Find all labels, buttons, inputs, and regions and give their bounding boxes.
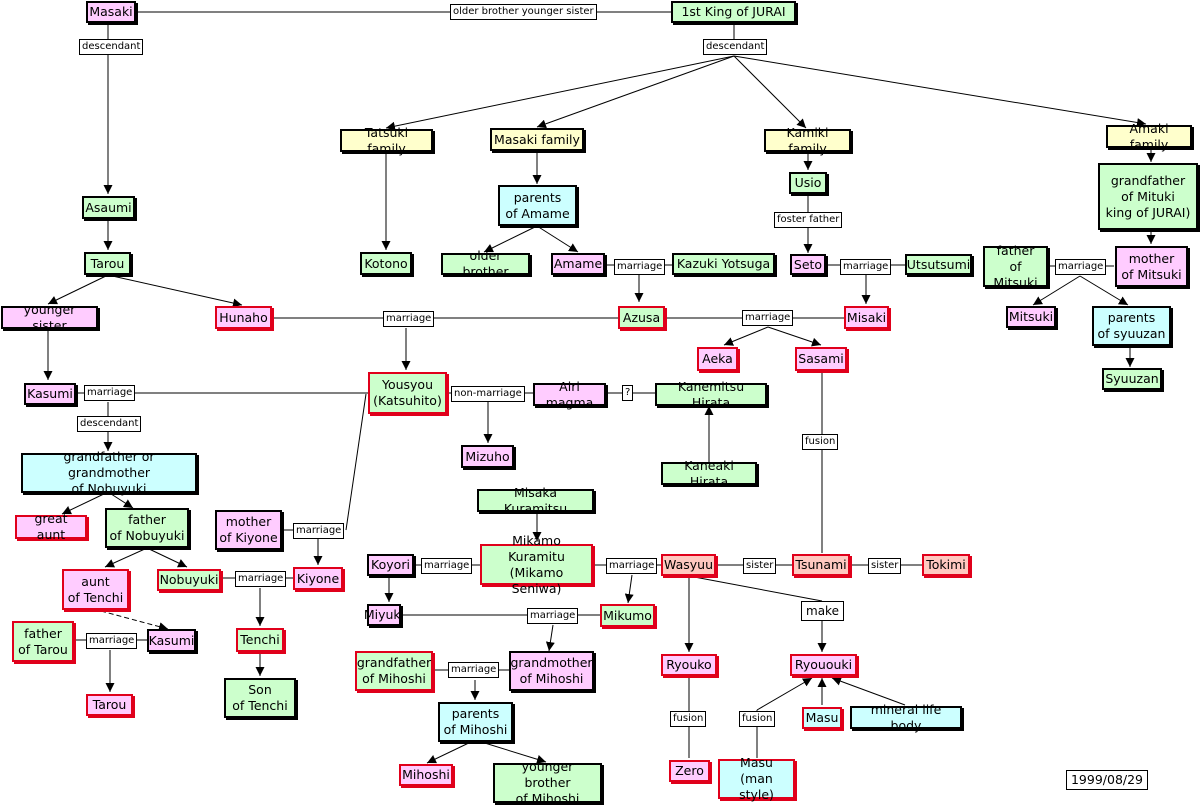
grandfather-of-mihoshi-node: grandfather of Mihoshi <box>355 651 433 691</box>
tarou-second-node: Tarou <box>86 694 133 716</box>
relation-marriage-label: marriage <box>86 633 138 649</box>
relation-sister-label: sister <box>868 558 902 574</box>
syuuzan-node: Syuuzan <box>1102 368 1162 390</box>
relation-marriage-label: marriage <box>235 571 287 587</box>
mikumo-node: Mikumo <box>600 604 655 627</box>
tenchi-node: Tenchi <box>236 628 284 652</box>
mihoshi-node: Mihoshi <box>399 764 453 786</box>
relation-sister-label: sister <box>743 558 777 574</box>
utsutsumi-node: Utsutsumi <box>905 254 972 275</box>
relation-marriage-label: marriage <box>527 608 579 624</box>
younger-brother-of-mihoshi-node: younger brother of Mihoshi <box>493 759 602 806</box>
relation-marriage-label: marriage <box>840 259 892 275</box>
relation-marriage-label: marriage <box>383 311 435 327</box>
yousyou-node: Yousyou (Katsuhito) <box>368 372 447 414</box>
nobuyuki-node: Nobuyuki <box>157 569 221 591</box>
older-brother-node: older brother <box>441 248 530 279</box>
relation-marriage-label: marriage <box>84 385 136 401</box>
grandmother-of-mihoshi-node: grandmother of Mihoshi <box>509 651 594 691</box>
airi-magma-node: Airi magma <box>533 379 606 410</box>
relation-foster-father-label: foster father <box>774 212 843 228</box>
masu-node: Masu <box>802 707 842 729</box>
relation-descendant-label: descendant <box>79 39 144 55</box>
mizuho-node: Mizuho <box>461 445 514 468</box>
mineral-life-body-node: mineral life body <box>850 702 962 733</box>
son-of-tenchi-node: Son of Tenchi <box>224 678 296 718</box>
tatsuki-family-node: Tatsuki family <box>340 125 433 156</box>
father-of-mitsuki-node: father of Mitsuki <box>983 243 1048 290</box>
relation-descendant-label: descendant <box>77 416 142 432</box>
relation-unknown-label: ? <box>622 385 634 401</box>
amaki-family-node: Amaki family <box>1106 121 1192 152</box>
relation-marriage-label: marriage <box>1055 259 1107 275</box>
kaneaki-hirata-node: Kaneaki Hirata <box>661 458 757 489</box>
masaki-family-node: Masaki family <box>490 128 584 151</box>
kanemitsu-hirata-node: Kanemitsu Hirata <box>655 379 767 410</box>
kamiki-family-node: Kamiki family <box>764 125 851 156</box>
mother-of-kiyone-node: mother of Kiyone <box>215 510 282 550</box>
grandfather-of-mituki-node: grandfather of Mituki king of JURAI) <box>1098 163 1198 230</box>
mitsuki-node: Mitsuki <box>1006 306 1056 328</box>
misaki-node: Misaki <box>844 306 889 329</box>
wasyuu-node: Wasyuu <box>661 554 716 576</box>
sasami-node: Sasami <box>795 347 847 371</box>
kiyone-node: Kiyone <box>293 567 343 590</box>
relation-fusion-label: fusion <box>739 711 776 727</box>
kotono-node: Kotono <box>360 252 412 275</box>
relation-fusion-label: fusion <box>670 711 707 727</box>
parents-of-syuuzan-node: parents of syuuzan <box>1092 306 1171 346</box>
masu-man-style-node: Masu (man style) <box>718 755 795 802</box>
relation-marriage-label: marriage <box>448 662 500 678</box>
relation-marriage-label: marriage <box>293 523 345 539</box>
parents-of-mihoshi-node: parents of Mihoshi <box>438 702 513 742</box>
relation-marriage-label: marriage <box>614 259 666 275</box>
relation-non-marriage-label: non-marriage <box>451 386 525 402</box>
misaka-kuramitsu-node: Misaka Kuramitsu <box>477 485 594 516</box>
great-aunt-node: great aunt <box>15 511 87 542</box>
relation-marriage-label: marriage <box>742 310 794 326</box>
relation-make-label: make <box>801 601 844 621</box>
mikamo-kuramitu-node: Mikamo Kuramitu (Mikamo Seniwa) <box>480 533 593 596</box>
relation-descendant-label: descendant <box>703 39 768 55</box>
ryououki-node: Ryououki <box>790 654 857 676</box>
asaumi-node: Asaumi <box>82 196 135 219</box>
kasumi-node: Kasumi <box>24 383 76 405</box>
mother-of-mitsuki-node: mother of Mitsuki <box>1115 246 1188 287</box>
seto-node: Seto <box>790 254 826 275</box>
kazuki-yotsuga-node: Kazuki Yotsuga <box>672 253 775 275</box>
younger-sister-node: younger sister <box>1 302 98 333</box>
father-of-tarou-node: father of Tarou <box>12 621 74 662</box>
masaki-node: Masaki <box>86 1 136 23</box>
tsunami-node: Tsunami <box>792 554 850 576</box>
azusa-node: Azusa <box>618 306 665 329</box>
aunt-of-tenchi-node: aunt of Tenchi <box>62 569 129 610</box>
tarou-node: Tarou <box>84 252 131 275</box>
father-of-nobuyuki-node: father of Nobuyuki <box>105 508 189 548</box>
koyori-node: Koyori <box>367 554 414 576</box>
usio-node: Usio <box>789 172 827 194</box>
kasumi-second-node: Kasumi <box>147 629 196 652</box>
hunaho-node: Hunaho <box>215 306 272 329</box>
aeka-node: Aeka <box>697 347 738 371</box>
zero-node: Zero <box>669 760 710 782</box>
miyuki-node: Miyuki <box>364 604 404 626</box>
amame-node: Amame <box>551 253 605 275</box>
date-stamp: 1999/08/29 <box>1066 770 1148 790</box>
ryouko-node: Ryouko <box>661 654 717 676</box>
first-king-node: 1st King of JURAI <box>671 1 796 23</box>
relation-older-younger-label: older brother younger sister <box>450 4 597 20</box>
relation-marriage-label: marriage <box>606 558 658 574</box>
parents-of-amame-node: parents of Amame <box>498 185 577 226</box>
grandparent-of-nobuyuki-node: grandfather or grandmother of Nobuyuki <box>21 449 197 496</box>
relation-marriage-label: marriage <box>421 558 473 574</box>
relation-fusion-label: fusion <box>802 434 839 450</box>
tokimi-node: Tokimi <box>922 554 970 576</box>
